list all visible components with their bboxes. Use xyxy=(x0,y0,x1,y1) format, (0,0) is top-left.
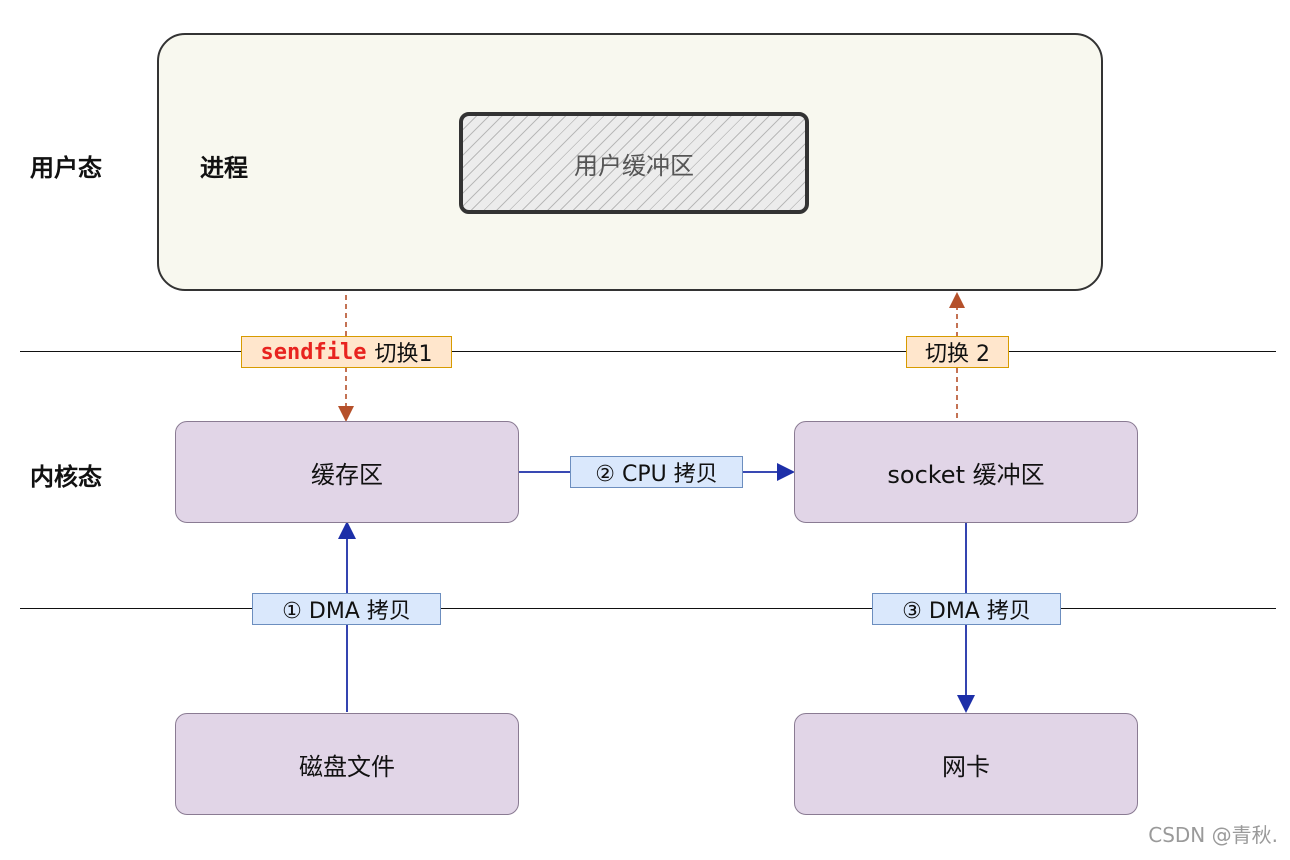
cache-node-label: 缓存区 xyxy=(311,460,383,489)
sendfile-switch1-tag: sendfile 切换1 xyxy=(241,336,452,368)
process-label: 进程 xyxy=(200,154,248,182)
watermark: CSDN @青秋. xyxy=(1148,823,1278,847)
nic-node: 网卡 xyxy=(794,713,1138,815)
kernel-mode-label: 内核态 xyxy=(30,463,102,491)
user-kernel-boundary-line xyxy=(20,351,1276,352)
socket-buffer-node: socket 缓冲区 xyxy=(794,421,1138,523)
socket-buffer-node-label: socket 缓冲区 xyxy=(887,460,1045,489)
dma-copy1-label: ① DMA 拷贝 xyxy=(282,599,411,624)
disk-file-node: 磁盘文件 xyxy=(175,713,519,815)
switch1-label: 切换1 xyxy=(374,342,433,367)
switch2-label: 切换 2 xyxy=(925,342,990,367)
kernel-hardware-boundary-line xyxy=(20,608,1276,609)
cpu-copy-label: ② CPU 拷贝 xyxy=(595,462,718,487)
cpu-copy-tag: ② CPU 拷贝 xyxy=(570,456,743,488)
user-buffer-box: 用户缓冲区 xyxy=(459,112,809,214)
user-buffer-label: 用户缓冲区 xyxy=(574,151,694,180)
dma-copy3-label: ③ DMA 拷贝 xyxy=(902,599,1031,624)
sendfile-command-label: sendfile xyxy=(260,339,367,365)
dma-copy3-tag: ③ DMA 拷贝 xyxy=(872,593,1061,625)
dma-copy1-tag: ① DMA 拷贝 xyxy=(252,593,441,625)
disk-file-node-label: 磁盘文件 xyxy=(299,752,395,781)
cache-node: 缓存区 xyxy=(175,421,519,523)
user-mode-label: 用户态 xyxy=(30,154,102,182)
switch2-tag: 切换 2 xyxy=(906,336,1009,368)
nic-node-label: 网卡 xyxy=(942,752,990,781)
